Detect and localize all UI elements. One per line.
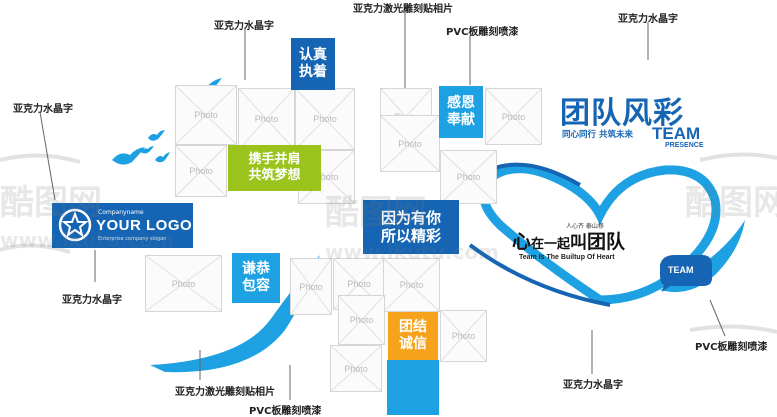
heart-slogan-part-1: 心 bbox=[512, 231, 532, 253]
callout-acrylic-top-right: 亚克力水晶字 bbox=[618, 14, 678, 25]
plaque-humble: 谦恭 包容 bbox=[232, 253, 280, 303]
heart-main-slogan: 心在一起叫团队 bbox=[512, 227, 625, 254]
team-style-subtitle: 同心同行 共筑未来 bbox=[562, 130, 633, 140]
callout-acrylic-left: 亚克力水晶字 bbox=[13, 104, 73, 115]
heart-english-slogan: Team Is The Builtup Of Heart bbox=[519, 254, 615, 261]
team-style-title: 团队风彩 同心同行 共筑未来 TEAM PRESENCE bbox=[560, 88, 730, 158]
star-logo-icon bbox=[58, 208, 92, 242]
callout-pvc-top: PVC板雕刻喷漆 bbox=[446, 27, 519, 38]
heart-ribbon bbox=[479, 164, 721, 305]
plaque-because-of-you: 因为有你 所以精彩 bbox=[363, 200, 459, 254]
photo-frame: Photo bbox=[290, 258, 332, 315]
company-logo: Companyname YOUR LOGO Enterprise company… bbox=[52, 203, 193, 248]
photo-frame: Photo bbox=[330, 345, 382, 392]
logo-name: YOUR LOGO bbox=[96, 217, 193, 234]
plaque-hand-in-hand: 携手并肩 共筑梦想 bbox=[228, 145, 321, 191]
heart-slogan-part-4: 团队 bbox=[587, 231, 626, 253]
callout-pvc-right: PVC板雕刻喷漆 bbox=[695, 342, 768, 353]
team-style-title-cn: 团队风彩 bbox=[560, 96, 684, 131]
photo-frame: Photo bbox=[485, 88, 542, 145]
callout-acrylic-top: 亚克力水晶字 bbox=[214, 21, 274, 32]
plaque-unity: 团结 诚信 bbox=[388, 312, 438, 360]
photo-frame: Photo bbox=[175, 145, 227, 197]
photo-frame: Photo bbox=[145, 255, 222, 312]
photo-frame: Photo bbox=[440, 310, 487, 362]
team-style-en-presence: PRESENCE bbox=[665, 142, 704, 149]
team-style-en-team: TEAM bbox=[652, 124, 701, 143]
plaque-gratitude: 感恩 奉献 bbox=[439, 86, 483, 138]
team-badge-shape bbox=[660, 255, 712, 292]
callout-laser-top: 亚克力激光雕刻贴相片 bbox=[353, 4, 453, 15]
team-badge-label: TEAM bbox=[668, 265, 694, 275]
blue-swoosh bbox=[150, 255, 320, 373]
photo-frame: Photo bbox=[440, 150, 497, 204]
plaque-diligent: 认真 执着 bbox=[291, 38, 335, 90]
photo-frame: Photo bbox=[175, 85, 237, 145]
photo-frame: Photo bbox=[383, 258, 440, 312]
heart-small-slogan: 人心齐 泰山移 bbox=[566, 223, 604, 230]
heart-slogan-part-2: 在一起 bbox=[531, 237, 571, 252]
photo-frame: Photo bbox=[295, 88, 355, 150]
callout-laser-bottom: 亚克力激光雕刻贴相片 bbox=[175, 387, 275, 398]
logo-company-name: Companyname bbox=[98, 209, 144, 216]
photo-frame: Photo bbox=[380, 115, 440, 172]
callout-acrylic-bottom-right: 亚克力水晶字 bbox=[563, 380, 623, 391]
logo-tagline: Enterprise company slogan bbox=[98, 236, 167, 242]
photo-frame: Photo bbox=[338, 295, 385, 345]
photo-frame: Photo bbox=[238, 88, 295, 150]
callout-pvc-bottom: PVC板雕刻喷漆 bbox=[249, 406, 322, 417]
heart-slogan-part-3: 叫 bbox=[570, 233, 588, 253]
callout-acrylic-left-bottom: 亚克力水晶字 bbox=[62, 295, 122, 306]
